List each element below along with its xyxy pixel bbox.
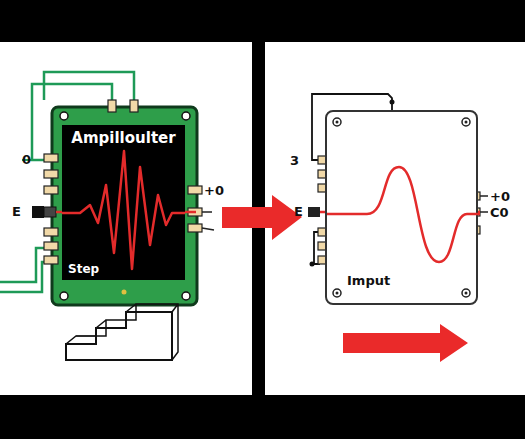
pcb-board <box>52 107 197 305</box>
pin-label: +0 <box>490 190 510 203</box>
wire <box>0 248 46 282</box>
mount-hole <box>336 292 339 295</box>
terminal <box>202 212 214 230</box>
step-stairs <box>66 312 172 360</box>
pin <box>188 224 202 232</box>
flow-arrow <box>343 324 468 362</box>
step-stairs <box>66 304 178 360</box>
mount-hole <box>462 289 470 297</box>
pin <box>44 228 58 236</box>
mount-hole <box>465 292 468 295</box>
waveform-layer <box>62 125 185 280</box>
input-jack <box>44 207 56 217</box>
pad <box>122 290 127 295</box>
mount-hole <box>182 292 190 300</box>
flow-arrow <box>222 195 302 240</box>
mount-hole <box>60 112 68 120</box>
waveform <box>327 167 480 262</box>
wire <box>0 262 46 292</box>
pin <box>44 186 58 194</box>
pin <box>44 256 58 264</box>
board-title: Ampilloulter <box>71 129 175 147</box>
mount-hole <box>462 118 470 126</box>
input-jack <box>32 206 44 218</box>
board-title: Imput <box>347 273 390 289</box>
waveform <box>62 151 185 269</box>
pin <box>130 100 138 112</box>
mount-hole <box>60 292 68 300</box>
pin <box>188 186 202 194</box>
output-board: Imput <box>325 110 478 305</box>
display-screen: AmpilloulterStep <box>62 125 185 280</box>
wire-dot <box>390 100 395 105</box>
mount-hole <box>465 121 468 124</box>
pin-label: E <box>294 205 303 218</box>
wire-dot <box>310 262 315 267</box>
pin-label: +0 <box>204 184 224 197</box>
mount-hole <box>333 118 341 126</box>
mount-hole <box>333 289 341 297</box>
pin <box>44 242 58 250</box>
right-panel <box>265 42 525 395</box>
pin-label: 0 <box>22 153 31 166</box>
left-panel <box>0 42 252 395</box>
pin <box>108 100 116 112</box>
step-stairs <box>66 336 172 360</box>
pin-label: 3 <box>290 154 299 167</box>
terminal <box>480 196 488 212</box>
pin-label: E <box>12 205 21 218</box>
mount-hole <box>336 121 339 124</box>
wire <box>44 72 134 104</box>
pin-label: C0 <box>490 206 509 219</box>
pin <box>44 170 58 178</box>
pin <box>44 154 58 162</box>
input-jack <box>308 207 320 217</box>
board-label: Step <box>68 262 99 276</box>
mount-hole <box>182 112 190 120</box>
